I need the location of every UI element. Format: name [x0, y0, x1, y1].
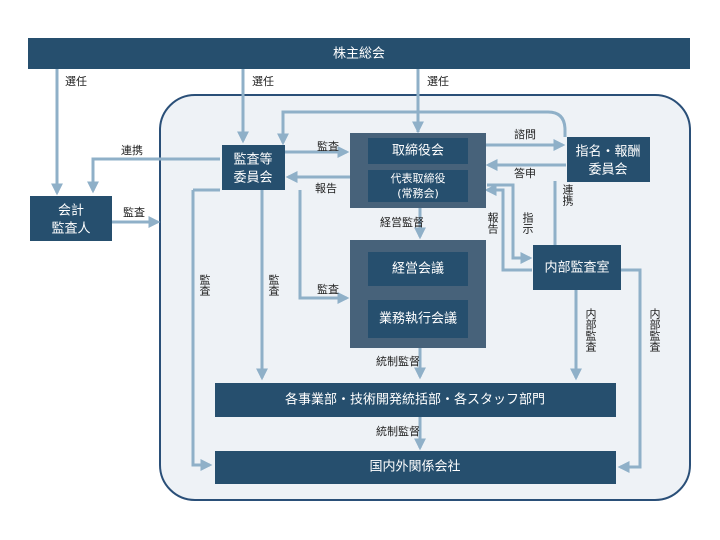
label-audit-left-vertical: 監査 — [198, 273, 211, 296]
connectors — [51, 68, 642, 473]
label-cooperate-vertical: 連携 — [561, 183, 574, 207]
board-label: 取締役会 — [392, 143, 444, 159]
label-elect-left: 選任 — [65, 75, 87, 88]
shareholders-label: 株主総会 — [333, 47, 385, 62]
label-report-to-audit: 報告 — [315, 182, 337, 195]
nomination-committee-box — [567, 137, 650, 182]
nomination-committee-label-2: 委員会 — [588, 163, 627, 178]
label-audit-mid-vertical: 監査 — [267, 273, 280, 296]
executive-meeting-label: 業務執行会議 — [379, 311, 457, 327]
audit-committee-box — [222, 145, 285, 190]
president-label-2: (常務会) — [397, 186, 439, 200]
group-companies-label: 国内外関係会社 — [369, 459, 460, 475]
label-control-supervision-1: 統制監督 — [376, 354, 420, 368]
accounting-auditor-label-2: 監査人 — [51, 221, 90, 237]
label-control-supervision-2: 統制監督 — [376, 424, 420, 438]
divisions-box — [215, 383, 616, 417]
group-companies-box — [215, 451, 616, 484]
internal-audit-label: 内部監査室 — [544, 260, 609, 276]
label-internal-audit-1: 内部監査 — [584, 307, 597, 352]
board-box — [368, 138, 468, 164]
label-cooperate: 連携 — [121, 143, 143, 157]
label-elect-mid: 選任 — [252, 75, 274, 88]
label-internal-audit-2: 内部監査 — [648, 307, 661, 352]
label-mgmt-supervision: 経営監督 — [380, 215, 424, 229]
president-label-1: 代表取締役 — [391, 171, 446, 185]
nomination-committee-label-1: 指名・報酬 — [575, 144, 640, 160]
management-meeting-box — [368, 252, 468, 286]
shareholders-box — [28, 38, 690, 69]
executive-meeting-box — [368, 300, 468, 338]
label-elect-right: 選任 — [427, 75, 449, 88]
label-consult: 諮問 — [514, 127, 536, 141]
label-audit-to-board: 監査 — [317, 139, 339, 153]
president-box — [368, 170, 468, 202]
audit-committee-label-2: 委員会 — [233, 171, 272, 186]
accounting-auditor-label-1: 会計 — [58, 203, 84, 219]
divisions-label: 各事業部・技術開発統括部・各スタッフ部門 — [285, 392, 545, 408]
accounting-auditor-box — [30, 196, 112, 241]
internal-audit-box — [533, 245, 621, 290]
label-audit-to-mgmt: 監査 — [317, 282, 339, 296]
label-audit-acct: 監査 — [123, 205, 145, 219]
label-reply: 答申 — [514, 166, 536, 180]
management-meeting-label: 経営会議 — [392, 262, 444, 277]
label-instruct-vertical: 指示 — [521, 211, 534, 234]
audit-committee-label-1: 監査等 — [233, 152, 272, 168]
label-report-vertical: 報告 — [486, 212, 499, 235]
